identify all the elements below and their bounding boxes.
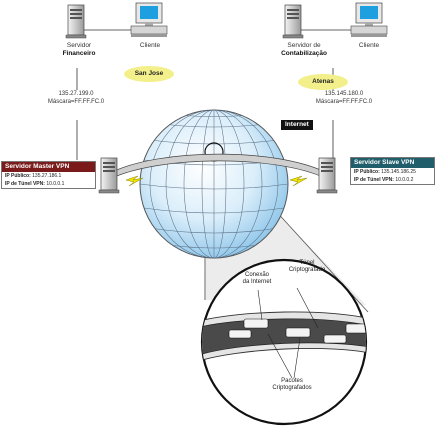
internet-globe (139, 109, 289, 259)
slave-vpn-info-box: Servidor Slave VPN IP Público: 135.145.1… (350, 157, 435, 185)
slave-public-ip: IP Público: 135.145.186.25 (354, 169, 416, 175)
slave-vpn-server-icon (316, 157, 338, 194)
internet-label: Internet (281, 120, 313, 130)
master-public-ip: IP Público: 135.27.186.1 (5, 173, 62, 179)
server-financeiro-icon (65, 4, 87, 39)
cliente-pc-icon-right (350, 2, 388, 37)
lightning-icons (125, 175, 308, 187)
slave-tunnel-ip: IP de Túnel VPN: 10.0.0.2 (354, 177, 414, 183)
zoom-circle (200, 258, 368, 426)
master-tunnel-ip: IP de Túnel VPN: 10.0.0.1 (5, 181, 65, 187)
location-oval-left: San Jose (124, 66, 174, 82)
master-vpn-info-box: Servidor Master VPN IP Público: 135.27.1… (1, 161, 96, 189)
cliente-label-right: Cliente (358, 42, 380, 49)
master-vpn-title: Servidor Master VPN (2, 162, 95, 172)
packet-icons (228, 318, 366, 344)
location-oval-right: Atenas (298, 74, 348, 90)
server-contabilizacao-icon (282, 4, 304, 39)
cliente-pc-icon-left (130, 2, 168, 37)
master-vpn-server-icon (98, 157, 120, 194)
cliente-label-left: Cliente (139, 42, 161, 49)
slave-vpn-title: Servidor Slave VPN (351, 158, 434, 168)
